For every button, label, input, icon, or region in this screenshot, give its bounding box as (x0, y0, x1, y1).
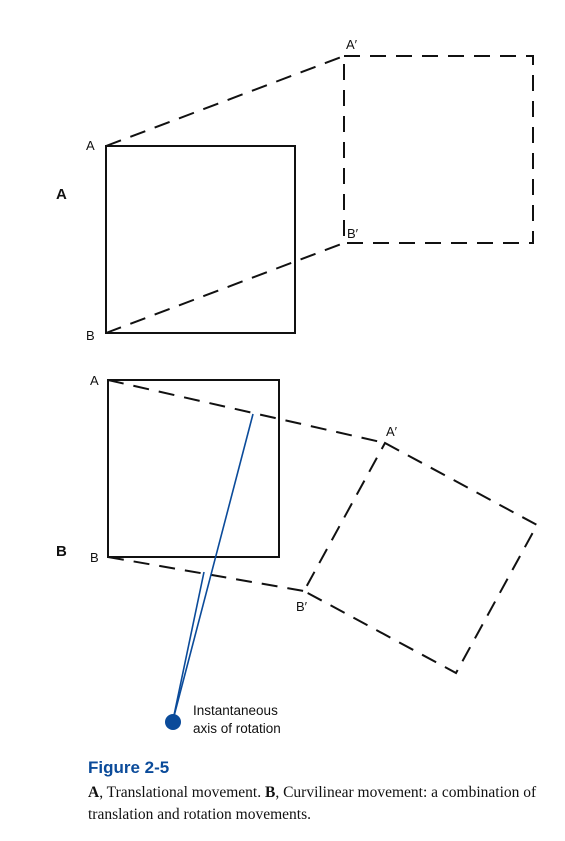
caption-a-marker: A (88, 784, 100, 801)
figure-caption: Figure 2-5 A, Translational movement. B,… (88, 758, 548, 826)
caption-b-marker: B (264, 784, 276, 801)
caption-a-text: , Translational movement. (99, 784, 265, 801)
panel-b-path-a (107, 379, 386, 444)
panel-a-label: A (56, 186, 67, 203)
panel-a-point-a: A (86, 138, 95, 153)
axis-label-line1: Instantaneous (193, 703, 278, 718)
axis-label-line2: axis of rotation (193, 721, 281, 736)
panel-b-rotated-square (302, 441, 539, 675)
panel-b: B A B A′ B′ Instantaneous axis of rotati… (56, 373, 539, 736)
caption-b-text: , Curvilinear movement: a combination of… (88, 784, 537, 823)
panel-a: A A B A′ B′ (56, 37, 534, 343)
panel-b-path-b (107, 556, 305, 592)
figure-title: Figure 2-5 (88, 758, 170, 777)
panel-b-point-a-prime: A′ (386, 424, 398, 439)
panel-b-point-b-prime: B′ (296, 599, 308, 614)
panel-a-path-b (105, 242, 345, 334)
panel-a-original-square (105, 145, 296, 334)
panel-b-point-a: A (90, 373, 99, 388)
panel-b-original-square (107, 379, 280, 558)
figure-caption-text: A, Translational movement. B, Curvilinea… (88, 782, 548, 826)
panel-a-point-b-prime: B′ (347, 226, 359, 241)
panel-a-path-a (105, 55, 345, 147)
rotation-axis-dot (165, 714, 181, 730)
panel-b-radius-b (172, 571, 205, 721)
panel-a-point-a-prime: A′ (346, 37, 358, 52)
panel-b-radius-a (172, 413, 254, 721)
panel-b-point-b: B (90, 550, 99, 565)
panel-a-point-b: B (86, 328, 95, 343)
panel-a-translated-square (343, 55, 534, 244)
panel-b-label: B (56, 543, 67, 560)
